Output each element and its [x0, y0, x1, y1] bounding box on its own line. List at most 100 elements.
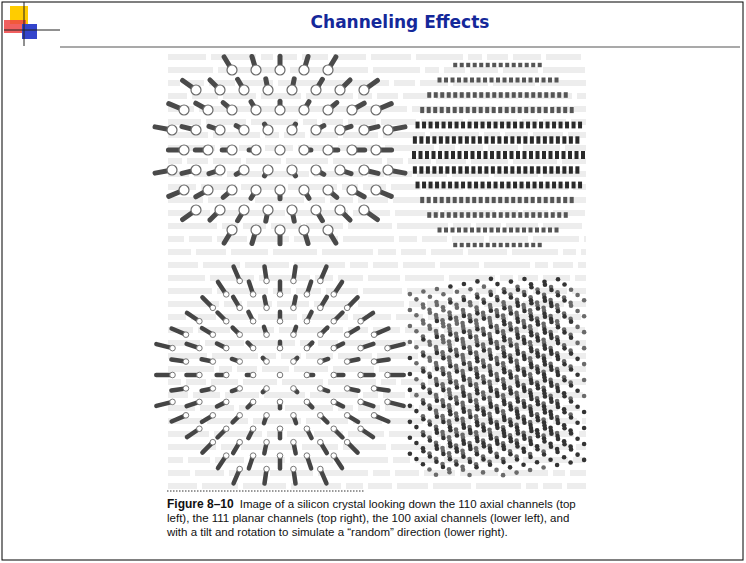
atom [318, 466, 324, 472]
ghost-word [217, 236, 247, 242]
atom [197, 426, 203, 432]
atom [331, 292, 337, 298]
ghost-word [168, 379, 181, 385]
atom [291, 305, 297, 311]
atom [455, 305, 460, 310]
atom-row [537, 107, 541, 113]
atom [462, 409, 467, 414]
atom [455, 433, 460, 438]
ghost-word [168, 158, 182, 164]
ghost-word [546, 54, 581, 60]
atom-row [496, 228, 500, 233]
atom [421, 337, 426, 342]
atom [441, 420, 446, 425]
ghost-word [231, 249, 268, 255]
atom-row [575, 166, 579, 173]
atom-row [542, 78, 546, 83]
atom-row [533, 122, 537, 129]
atom-row [565, 182, 569, 189]
atom [562, 314, 567, 319]
atom [556, 389, 561, 394]
atom [183, 386, 189, 392]
atom-row [538, 243, 542, 247]
atom [575, 388, 580, 393]
atom-row [494, 182, 498, 189]
atom [237, 386, 243, 392]
ghost-word [243, 379, 277, 385]
ghost-word [206, 119, 246, 125]
atom [509, 439, 514, 444]
atom [299, 65, 309, 75]
ghost-word [168, 457, 183, 463]
atom [536, 354, 541, 359]
atom [277, 318, 283, 324]
atom-row [453, 243, 457, 247]
atom [521, 463, 526, 468]
atom-row [578, 182, 582, 189]
atom-row [420, 197, 424, 203]
atom [414, 345, 419, 350]
atom-row [518, 197, 522, 203]
atom-row [471, 151, 475, 159]
atom-row [486, 243, 490, 247]
atom [475, 343, 480, 348]
atom [529, 301, 534, 306]
atom-row [435, 182, 439, 189]
atom-row [536, 166, 540, 173]
atom [543, 394, 548, 399]
ghost-word [533, 236, 579, 242]
atom [335, 205, 345, 215]
atom-row [531, 63, 535, 67]
atom [462, 393, 467, 398]
atom [408, 356, 413, 361]
atom-row [466, 63, 470, 67]
ghost-word [338, 457, 388, 463]
ghost-word [249, 340, 295, 346]
atom [509, 407, 514, 412]
atom-row [542, 228, 546, 233]
logo-line [24, 2, 25, 46]
atom [502, 338, 507, 343]
atom [170, 399, 176, 405]
atom [358, 399, 364, 405]
atom-row [555, 151, 559, 159]
ghost-word [287, 431, 309, 437]
atom-row [538, 92, 542, 98]
ghost-word [570, 470, 586, 476]
atom [441, 356, 446, 361]
atom [548, 457, 553, 462]
atom [475, 423, 480, 428]
atom [448, 380, 453, 385]
atom-row [487, 122, 491, 129]
ghost-word [440, 262, 479, 268]
atom-row [542, 151, 546, 159]
atom-row [537, 197, 541, 203]
ghost-word [346, 483, 363, 489]
atom [455, 385, 460, 390]
atom-row [505, 107, 509, 113]
atom-row [562, 166, 566, 173]
atom [516, 287, 521, 292]
atom [441, 452, 446, 457]
atom [543, 362, 548, 367]
ghost-word [393, 197, 430, 203]
atom [582, 378, 587, 383]
atom-row [549, 136, 553, 143]
atom [569, 383, 574, 388]
atom [344, 305, 350, 311]
atom [344, 359, 350, 365]
atom-row [440, 212, 444, 218]
atom [210, 386, 216, 392]
atom [179, 105, 189, 115]
atom-row [504, 166, 508, 173]
slide-title: Channeling Effects [311, 12, 490, 32]
atom [408, 324, 413, 329]
atom [502, 322, 507, 327]
ghost-word [578, 262, 586, 268]
atom-row [518, 63, 522, 67]
atom [359, 125, 369, 135]
ghost-word [328, 379, 376, 385]
atom [489, 293, 494, 298]
title-rule [60, 46, 740, 47]
atom [549, 399, 554, 404]
